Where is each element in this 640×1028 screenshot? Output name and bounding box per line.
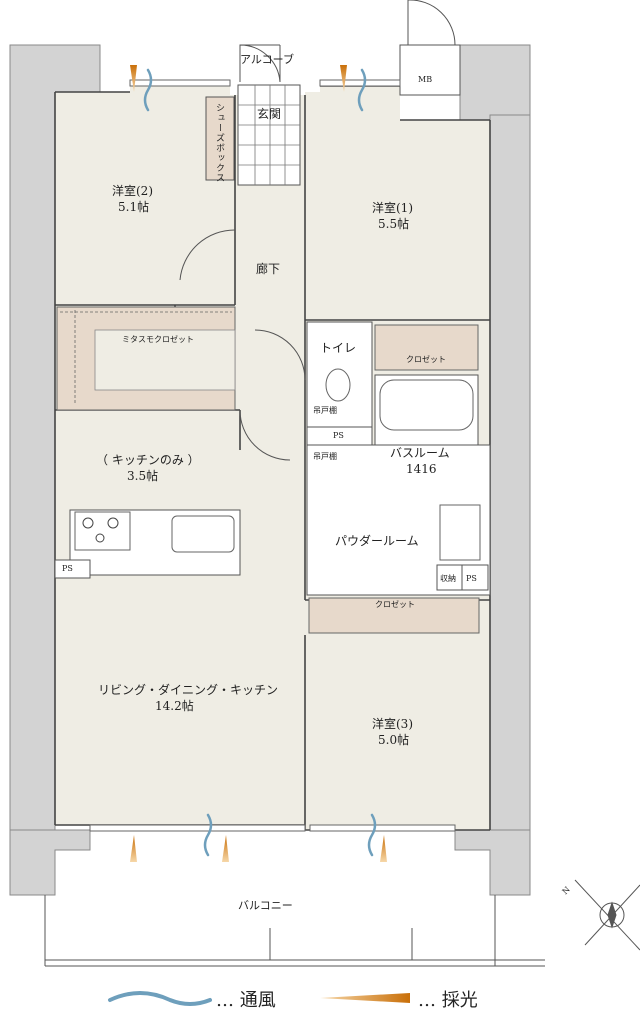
bathroom-name: バスルーム [390,446,450,460]
closet-bedroom1 [374,324,479,371]
compass [574,879,640,951]
ventilation-legend-label: … 通風 [216,990,276,1011]
powder-room-label: パウダールーム [335,534,419,548]
daylight-legend-label: … 採光 [418,990,478,1011]
mix-closet-inner [94,329,236,391]
ldk-name: リビング・ダイニング・キッチン [98,683,279,697]
powder-ps-box [461,564,489,591]
daylight-marks [130,65,387,862]
toilet-bowl [325,368,351,402]
floor-areas [55,82,490,830]
mb-box [399,44,461,96]
front-door [239,44,281,83]
bedroom1-size: 5.5帖 [378,217,410,231]
bathtub [379,379,474,431]
toilet-label: トイレ [320,341,357,355]
shoe-box-label: シューズボックス [214,103,224,183]
kitchen-ps-label: PS [62,564,73,573]
ldk-size: 14.2帖 [155,699,194,713]
entrance-label: 玄関 [257,107,282,121]
mb-label: MB [418,75,433,84]
balcony-rail [44,895,545,967]
powder-ps-label: PS [466,574,477,583]
closet-bedroom3 [308,597,480,634]
washbasin [439,504,481,561]
kitchen-only-name: （ キッチンのみ ） [96,453,200,467]
bathroom-size: 1416 [406,462,437,476]
closet1-label: クロゼット [406,355,446,364]
mb-door [407,0,456,46]
doors [179,229,306,461]
kitchen-only-size: 3.5帖 [127,469,159,483]
bedroom3-name: 洋室(3) [372,717,413,731]
hanging-shelf-label-2: 吊戸棚 [313,452,337,461]
ventilation-legend-icon [108,991,212,1006]
alcove-label: アルコーブ [240,53,295,66]
windows [89,79,456,832]
shoe-box [205,96,235,181]
hallway-label: 廊下 [256,262,281,276]
bedroom3-size: 5.0帖 [378,733,410,747]
outer-walls [9,44,531,896]
bedroom2-name: 洋室(2) [112,184,153,198]
daylight-legend-icon [320,993,410,1003]
storage-label: 収納 [440,574,456,583]
mix-closet-label: ミタスモクロゼット [122,335,194,344]
storage-box [436,564,463,591]
bedroom2-size: 5.1帖 [118,200,150,214]
kitchen-ps-box [54,559,91,579]
hanging-shelf-label-1: 吊戸棚 [313,406,337,415]
ventilation-marks [143,68,377,857]
bedroom1-name: 洋室(1) [372,201,413,215]
sink [171,515,235,553]
stove [74,511,131,551]
toilet-ps-label: PS [333,431,344,440]
entrance-floor [237,84,301,186]
entrance-steps [238,85,300,185]
balcony-label: バルコニー [238,899,293,912]
closet3-label: クロゼット [375,600,415,609]
